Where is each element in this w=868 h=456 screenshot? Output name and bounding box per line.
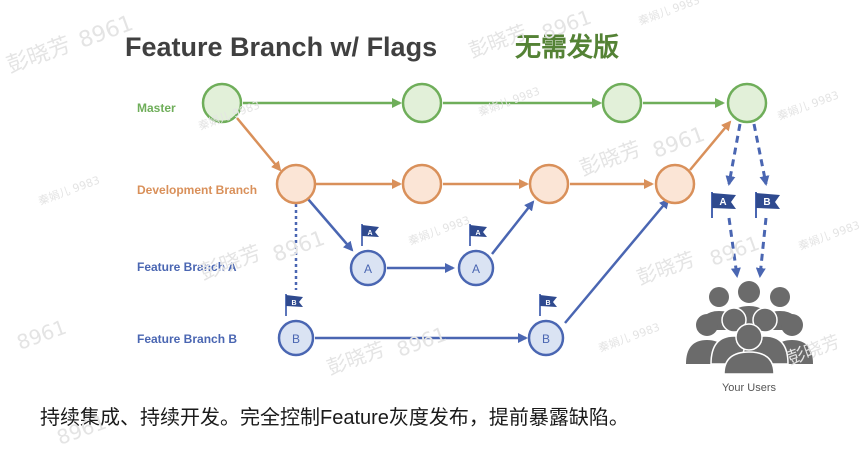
svg-text:8961: 8961 xyxy=(14,315,70,355)
svg-text:彭晓芳: 彭晓芳 xyxy=(785,331,843,369)
lane-label-development: Development Branch xyxy=(137,183,257,197)
svg-text:8961: 8961 xyxy=(650,122,708,163)
svg-text:彭晓芳: 彭晓芳 xyxy=(324,337,389,380)
svg-text:彭晓芳: 彭晓芳 xyxy=(4,33,75,79)
flag-b-icon-1: B xyxy=(285,294,303,316)
feature-a-commit-1-label: A xyxy=(364,262,372,276)
svg-text:彭晓芳: 彭晓芳 xyxy=(577,137,644,181)
dev-commit-1 xyxy=(275,163,317,205)
feature-a-commit-1 xyxy=(349,249,387,287)
svg-text:彭晓芳: 彭晓芳 xyxy=(197,241,264,285)
release-flag-b-label: B xyxy=(763,197,770,208)
flag-a-label-1: A xyxy=(367,230,372,237)
flag-a-label-2: A xyxy=(475,230,480,237)
flag-b-icon-2: B xyxy=(539,294,557,316)
master-to-flag-b-dashed xyxy=(752,123,770,186)
svg-text:秦娟儿 9983: 秦娟儿 9983 xyxy=(636,0,701,28)
svg-text:秦娟儿 9983: 秦娟儿 9983 xyxy=(775,88,840,123)
title-badge: 无需发版 xyxy=(515,32,619,62)
flag-a-icon-2: A xyxy=(469,224,487,246)
dev-to-feature-a-arrow xyxy=(307,198,354,252)
flag-b-to-users-dashed xyxy=(755,217,768,278)
svg-text:秦娟儿 9983: 秦娟儿 9983 xyxy=(796,218,861,253)
release-flag-a-label: A xyxy=(719,197,726,208)
lane-label-feature-a: Feature Branch A xyxy=(137,260,237,274)
flag-b-label-2: B xyxy=(545,300,550,307)
users-label: Your Users xyxy=(722,382,777,394)
svg-text:秦娟儿 9983: 秦娟儿 9983 xyxy=(406,213,471,248)
svg-text:彭晓芳: 彭晓芳 xyxy=(634,247,699,290)
svg-text:秦娟儿 9983: 秦娟儿 9983 xyxy=(596,320,661,355)
users-crowd-icon xyxy=(686,281,813,375)
release-flag-a-icon: A xyxy=(711,192,736,218)
feature-b-to-dev-arrow xyxy=(564,198,670,324)
feature-a-to-dev-arrow xyxy=(491,200,535,255)
feature-b-commit-1 xyxy=(277,319,315,357)
release-flag-b-icon: B xyxy=(755,192,780,218)
feature-b-commit-2 xyxy=(527,319,565,357)
feature-a-commit-2-label: A xyxy=(472,262,480,276)
master-commit-3 xyxy=(601,82,643,124)
diagram-title: Feature Branch w/ Flags xyxy=(125,32,437,62)
master-commit-1 xyxy=(201,82,243,124)
svg-text:秦娟儿 9983: 秦娟儿 9983 xyxy=(476,84,541,119)
caption: 持续集成、持续开发。完全控制Feature灰度发布，提前暴露缺陷。 xyxy=(40,406,629,429)
dev-commit-2 xyxy=(401,163,443,205)
feature-b-commit-2-label: B xyxy=(542,332,550,346)
lane-label-feature-b: Feature Branch B xyxy=(137,332,237,346)
dev-to-master-arrow xyxy=(689,120,732,171)
flag-a-icon-1: A xyxy=(361,224,379,246)
svg-text:8961: 8961 xyxy=(707,231,763,271)
master-commit-2 xyxy=(401,82,443,124)
feature-a-commit-2 xyxy=(457,249,495,287)
feature-b-commit-1-label: B xyxy=(292,332,300,346)
master-to-flag-a-dashed xyxy=(725,123,742,186)
flag-b-label-1: B xyxy=(291,300,296,307)
dev-commit-4 xyxy=(654,163,696,205)
master-to-dev-arrow xyxy=(236,117,282,172)
master-commit-4 xyxy=(726,82,768,124)
lane-label-master: Master xyxy=(137,101,176,115)
svg-text:秦娟儿 9983: 秦娟儿 9983 xyxy=(36,173,101,208)
flag-a-to-users-dashed xyxy=(727,217,741,278)
svg-text:8961: 8961 xyxy=(394,322,450,362)
dev-commit-3 xyxy=(528,163,570,205)
svg-text:8961: 8961 xyxy=(270,226,328,267)
